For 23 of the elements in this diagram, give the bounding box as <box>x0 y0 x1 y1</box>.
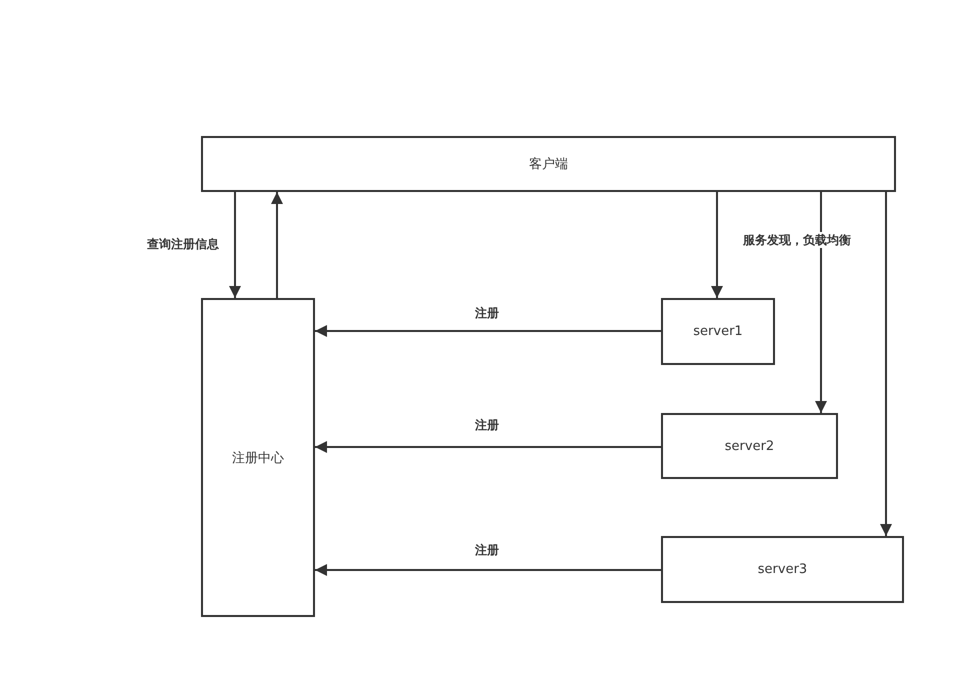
arrow <box>711 192 723 298</box>
node-label: 客户端 <box>529 156 568 173</box>
edge-label: 注册 <box>474 542 500 558</box>
node-label: 注册中心 <box>232 450 284 466</box>
arrow <box>271 192 283 298</box>
edge-label: 查询注册信息 <box>146 236 220 252</box>
client-box <box>201 136 896 192</box>
edge-label: 注册 <box>474 305 500 321</box>
node-label: server2 <box>724 438 774 454</box>
server-box <box>661 298 775 365</box>
arrow <box>229 192 241 298</box>
server-box <box>661 536 904 603</box>
edge-label: 服务发现，负载均衡 <box>742 232 852 248</box>
registry-box <box>201 298 315 617</box>
arrow <box>880 192 892 536</box>
arrow <box>315 441 661 453</box>
edge-label: 注册 <box>474 417 500 433</box>
arrow <box>315 325 661 337</box>
node-label: server3 <box>758 562 808 577</box>
arrow <box>815 192 827 413</box>
node-label: server1 <box>693 324 743 339</box>
server-box <box>661 413 838 479</box>
arrow <box>315 564 661 576</box>
